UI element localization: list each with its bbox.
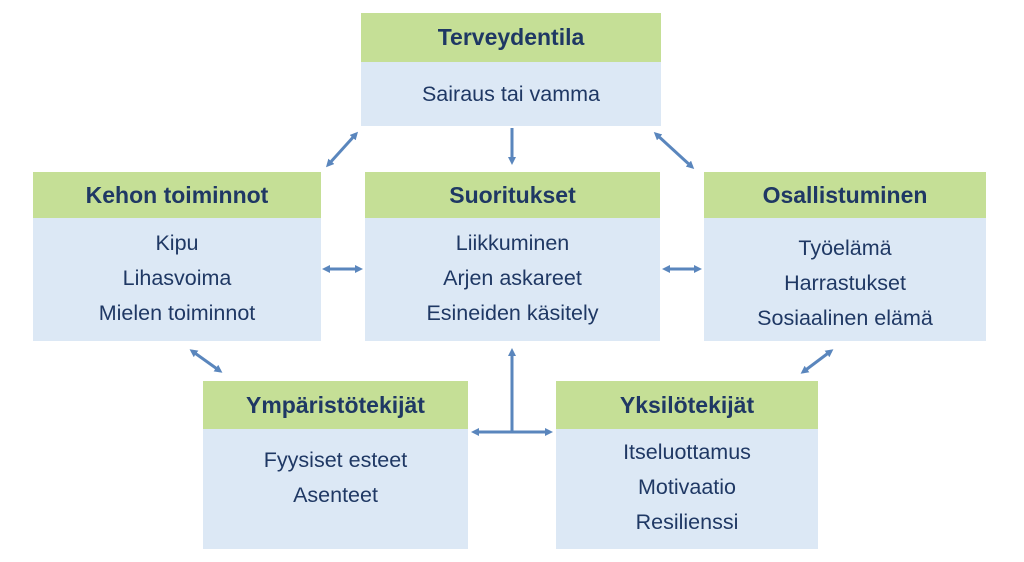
box-body: Työelämä Harrastukset Sosiaalinen elämä <box>704 218 986 336</box>
box-suoritukset: Suoritukset Liikkuminen Arjen askareet E… <box>365 172 660 341</box>
box-item: Resilienssi <box>635 510 739 534</box>
arrow-osallistuminen-yksilo <box>800 349 834 374</box>
box-item: Motivaatio <box>638 475 736 499</box>
box-body: Liikkuminen Arjen askareet Esineiden käs… <box>365 218 660 331</box>
box-osallistuminen: Osallistuminen Työelämä Harrastukset Sos… <box>704 172 986 341</box>
box-item: Kipu <box>155 231 199 255</box>
box-item: Sosiaalinen elämä <box>757 306 933 330</box>
box-item: Arjen askareet <box>443 266 582 290</box>
box-item: Fyysiset esteet <box>263 448 408 472</box>
box-item: Asenteet <box>293 483 378 507</box>
box-item: Harrastukset <box>784 271 906 295</box>
box-item: Mielen toiminnot <box>98 301 256 325</box>
box-body: Sairaus tai vamma <box>361 62 661 112</box>
box-item: Esineiden käsitely <box>426 301 599 325</box>
arrow-kehon-ymparisto <box>189 349 223 373</box>
box-yksilotekijat: Yksilötekijät Itseluottamus Motivaatio R… <box>556 381 818 549</box>
box-item: Liikkuminen <box>455 231 570 255</box>
box-body: Kipu Lihasvoima Mielen toiminnot <box>33 218 321 331</box>
box-terveydentila: Terveydentila Sairaus tai vamma <box>361 13 661 126</box>
box-kehon-toiminnot: Kehon toiminnot Kipu Lihasvoima Mielen t… <box>33 172 321 341</box>
box-title: Yksilötekijät <box>556 381 818 429</box>
arrow-terveydentila-kehon <box>325 131 359 168</box>
box-title: Suoritukset <box>365 172 660 218</box>
box-item: Lihasvoima <box>122 266 232 290</box>
box-item: Sairaus tai vamma <box>421 82 601 106</box>
box-body: Itseluottamus Motivaatio Resilienssi <box>556 429 818 540</box>
box-title: Kehon toiminnot <box>33 172 321 218</box>
box-ymparistotekijat: Ympäristötekijät Fyysiset esteet Asentee… <box>203 381 468 549</box>
box-title: Ympäristötekijät <box>203 381 468 429</box>
arrow-terveydentila-osallistuminen <box>653 131 695 170</box>
box-item: Työelämä <box>798 236 892 260</box>
box-item: Itseluottamus <box>623 440 751 464</box>
box-body: Fyysiset esteet Asenteet <box>203 429 468 513</box>
box-title: Terveydentila <box>361 13 661 62</box>
box-title: Osallistuminen <box>704 172 986 218</box>
